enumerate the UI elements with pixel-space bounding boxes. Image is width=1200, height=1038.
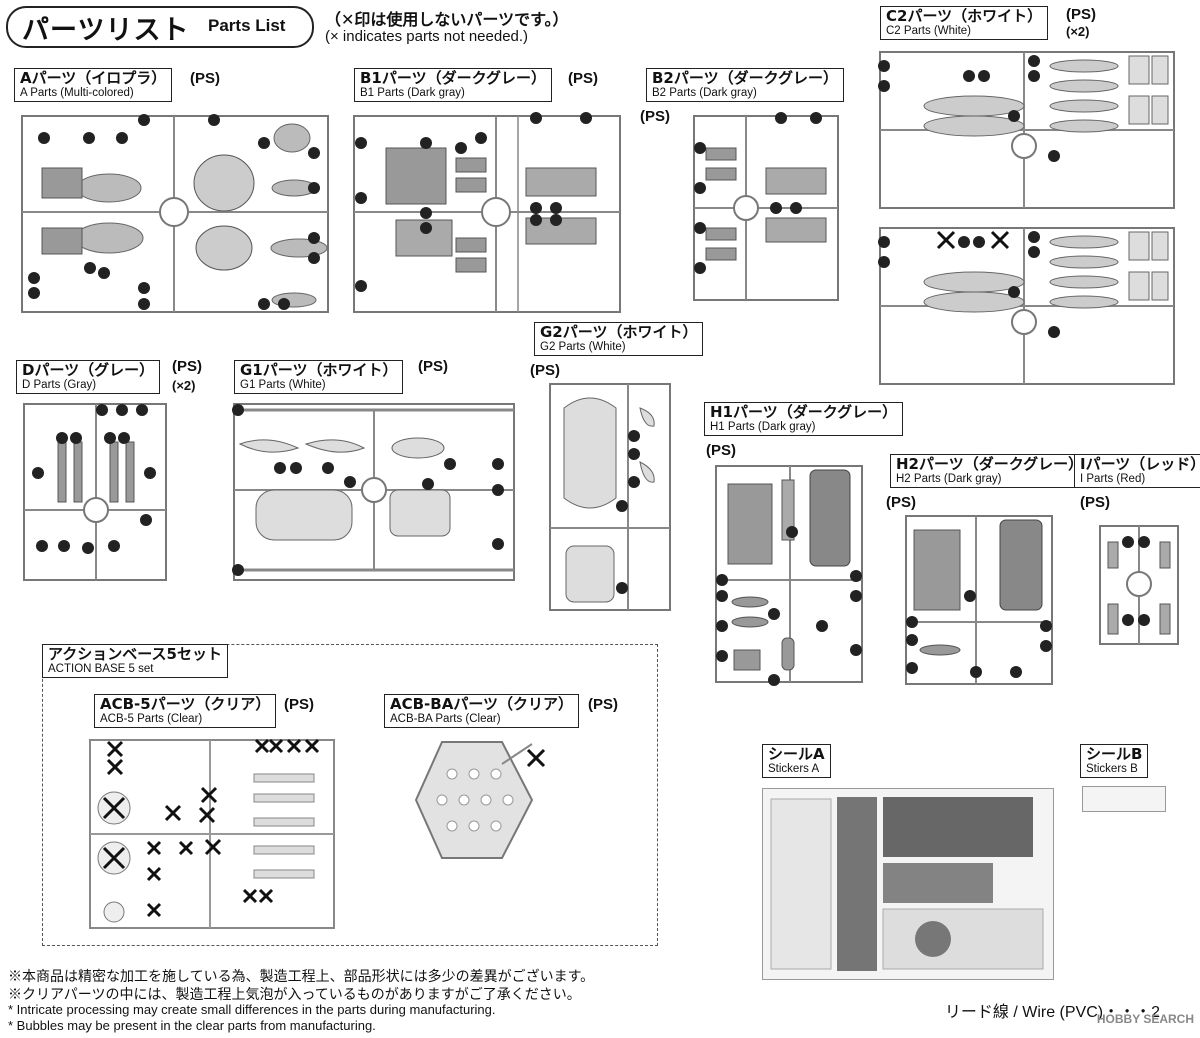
action-base-frame (42, 644, 658, 946)
runner-label-g2: G2パーツ（ホワイト）G2 Parts (White) (534, 322, 704, 356)
runner-label-h2: H2パーツ（ダークグレー）H2 Parts (Dark gray) (890, 454, 1090, 488)
runner-diagram-c2-bottom (878, 227, 1175, 385)
runner-diagram-acbba (414, 741, 546, 859)
runner-material-c2: (PS) (1066, 6, 1096, 23)
wire-note: リード線 / Wire (PVC)・・・2 (944, 1004, 1160, 1021)
note-en: (× indicates parts not needed.) (325, 28, 529, 45)
runner-diagram-c2-top (878, 51, 1175, 209)
footnote-en-1: * Intricate processing may create small … (8, 1002, 496, 1017)
footnote-jp-1: ※本商品は精密な加工を施している為、製造工程上、部品形状には多少の差異がございま… (8, 968, 595, 984)
runner-label-b1: B1パーツ（ダークグレー）B1 Parts (Dark gray) (354, 68, 552, 102)
sticker-sheet-a (762, 788, 1054, 980)
runner-label-g1: G1パーツ（ホワイト）G1 Parts (White) (234, 360, 404, 394)
runner-material-b2: (PS) (640, 108, 670, 125)
runner-material-g1: (PS) (418, 358, 448, 375)
sticker-sheet-b (1082, 786, 1166, 812)
runner-count-c2: (×2) (1066, 24, 1090, 39)
sticker-sheet-a-art (770, 797, 1044, 971)
runner-diagram-d (23, 403, 167, 581)
runner-label-acb5: ACB-5パーツ（クリア）ACB-5 Parts (Clear) (94, 694, 277, 728)
runner-count-d: (×2) (172, 378, 196, 393)
runner-diagram-i (1099, 525, 1179, 645)
footnote-jp-2: ※クリアパーツの中には、製造工程上気泡が入っているものがありますがご了承ください… (8, 986, 581, 1002)
watermark: HOBBY SEARCH (1096, 1012, 1194, 1026)
runner-diagram-h1 (715, 465, 863, 686)
note-jp: （✕印は使用しないパーツです。） (325, 10, 569, 29)
runner-label-b2: B2パーツ（ダークグレー）B2 Parts (Dark gray) (646, 68, 844, 102)
page-title: パーツリスト (22, 15, 190, 46)
runner-diagram-h2 (905, 515, 1053, 685)
runner-material-g2: (PS) (530, 362, 560, 379)
runner-label-d: Dパーツ（グレー）D Parts (Gray) (16, 360, 161, 394)
runner-material-h2: (PS) (886, 494, 916, 511)
runner-label-h1: H1パーツ（ダークグレー）H1 Parts (Dark gray) (704, 402, 904, 436)
runner-diagram-g1 (232, 403, 515, 581)
runner-material-acb5: (PS) (284, 696, 314, 713)
runner-material-h1: (PS) (706, 442, 736, 459)
runner-label-c2: C2パーツ（ホワイト）C2 Parts (White) (880, 6, 1049, 40)
runner-material-d: (PS) (172, 358, 202, 375)
runner-material-b1: (PS) (568, 70, 598, 87)
runner-diagram-acb5 (89, 738, 335, 929)
runner-material-a: (PS) (190, 70, 220, 87)
runner-label-a: Aパーツ（イロプラ）A Parts (Multi-colored) (14, 68, 173, 102)
runner-label-acbba: ACB-BAパーツ（クリア）ACB-BA Parts (Clear) (384, 694, 580, 728)
runner-diagram-b1 (353, 112, 621, 313)
runner-diagram-g2 (549, 383, 671, 611)
runner-material-acbba: (PS) (588, 696, 618, 713)
footnote-en-2: * Bubbles may be present in the clear pa… (8, 1018, 376, 1033)
runner-label-i: Iパーツ（レッド）I Parts (Red) (1074, 454, 1200, 488)
page-title-en: Parts List (208, 16, 286, 35)
runner-diagram-b2 (693, 112, 839, 301)
runner-diagram-a (21, 114, 329, 313)
title-pill (6, 6, 314, 48)
runner-material-i: (PS) (1080, 494, 1110, 511)
